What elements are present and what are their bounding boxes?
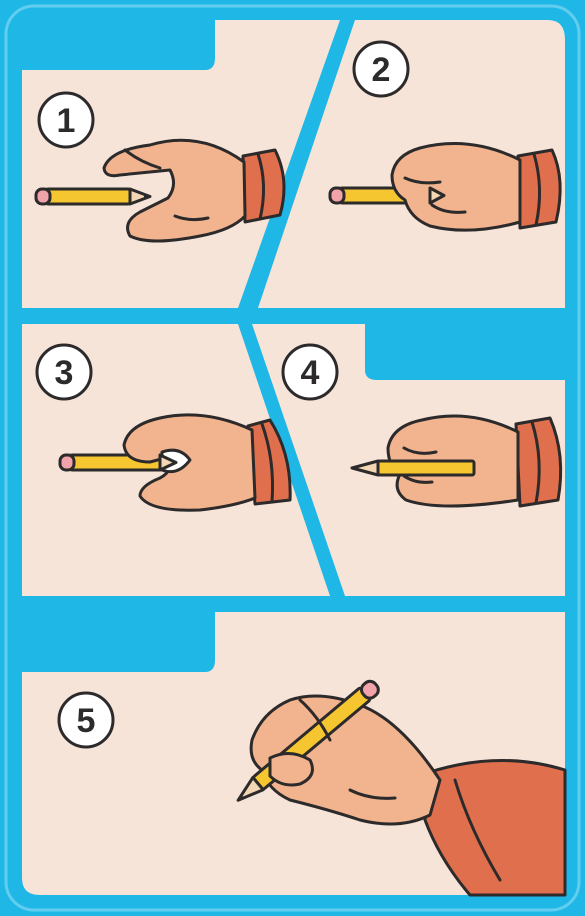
step-badge-5: 5	[59, 693, 113, 747]
step-number-1: 1	[57, 102, 76, 140]
step-number-2: 2	[372, 51, 391, 89]
step-badge-3: 3	[37, 345, 91, 399]
step-number-4: 4	[301, 354, 320, 392]
step-number-5: 5	[77, 702, 96, 740]
step-badge-1: 1	[39, 93, 93, 147]
step-badge-2: 2	[354, 42, 408, 96]
step-number-3: 3	[55, 354, 74, 392]
step-badge-4: 4	[283, 345, 337, 399]
